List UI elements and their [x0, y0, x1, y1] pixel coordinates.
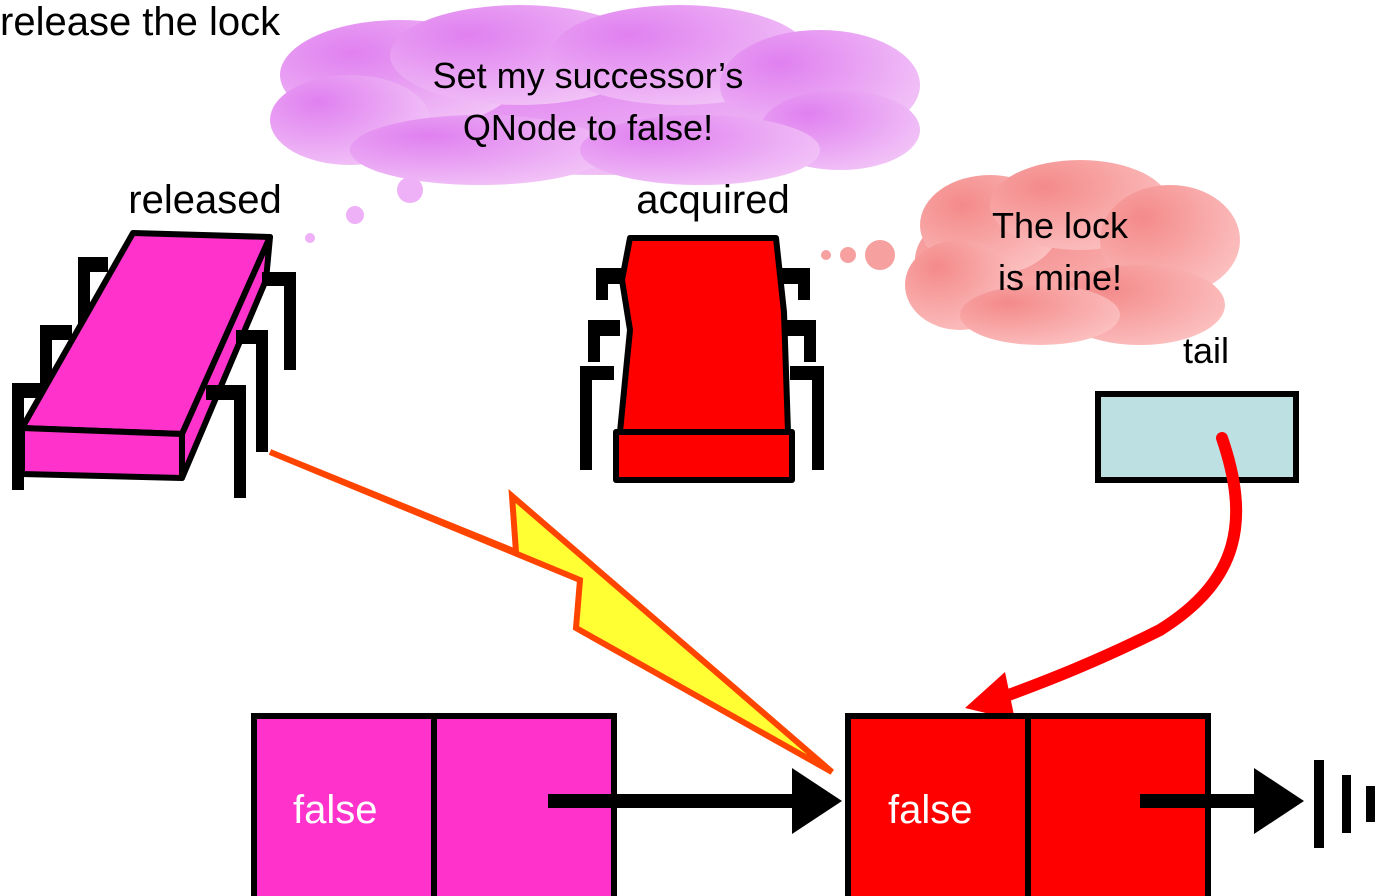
thought-dot-large	[865, 240, 895, 270]
tail-box	[1095, 391, 1299, 483]
thought-line: The lock	[991, 205, 1129, 246]
qnode-acquired-value: false	[888, 788, 973, 832]
slide-heading: release the lock	[0, 0, 281, 44]
chip-acquired	[580, 235, 824, 483]
thought-dot-medium	[346, 206, 364, 224]
thought-line: is mine!	[997, 257, 1123, 298]
qnode-value-cell	[845, 713, 1031, 896]
thought-dot-small	[821, 250, 831, 260]
chip-legs-right	[778, 268, 824, 470]
chip-legs-right	[206, 272, 296, 498]
qnode-value-cell	[251, 713, 437, 896]
thought-text-acquired: The lock is mine!	[992, 200, 1128, 304]
thought-text-released: Set my successor’s QNode to false!	[433, 50, 744, 154]
next-pointer-arrow	[548, 768, 842, 834]
tail-pointer-arrow	[965, 432, 1243, 720]
tail-label: tail	[1182, 330, 1230, 371]
lightning-bolt	[268, 449, 834, 775]
chip-acquired-body	[617, 235, 791, 435]
thought-dot-medium	[840, 247, 856, 263]
thought-line: Set my successor’s	[432, 55, 744, 96]
qnode-released-value: false	[293, 788, 378, 832]
thought-bubble-acquired	[821, 160, 1240, 345]
chip-label-acquired: acquired	[636, 178, 790, 222]
chip-acquired-base	[613, 429, 795, 483]
chip-released	[12, 230, 296, 498]
thought-bubble-released	[270, 5, 920, 243]
thought-dot-large	[397, 177, 423, 203]
next-pointer-arrow-null	[1140, 768, 1304, 834]
qnode-released	[251, 713, 617, 896]
thought-dot-small	[305, 233, 315, 243]
null-terminator	[1314, 760, 1375, 848]
thought-line: QNode to false!	[462, 107, 714, 148]
chip-released-front	[19, 425, 185, 481]
chip-label-released: released	[128, 178, 282, 222]
